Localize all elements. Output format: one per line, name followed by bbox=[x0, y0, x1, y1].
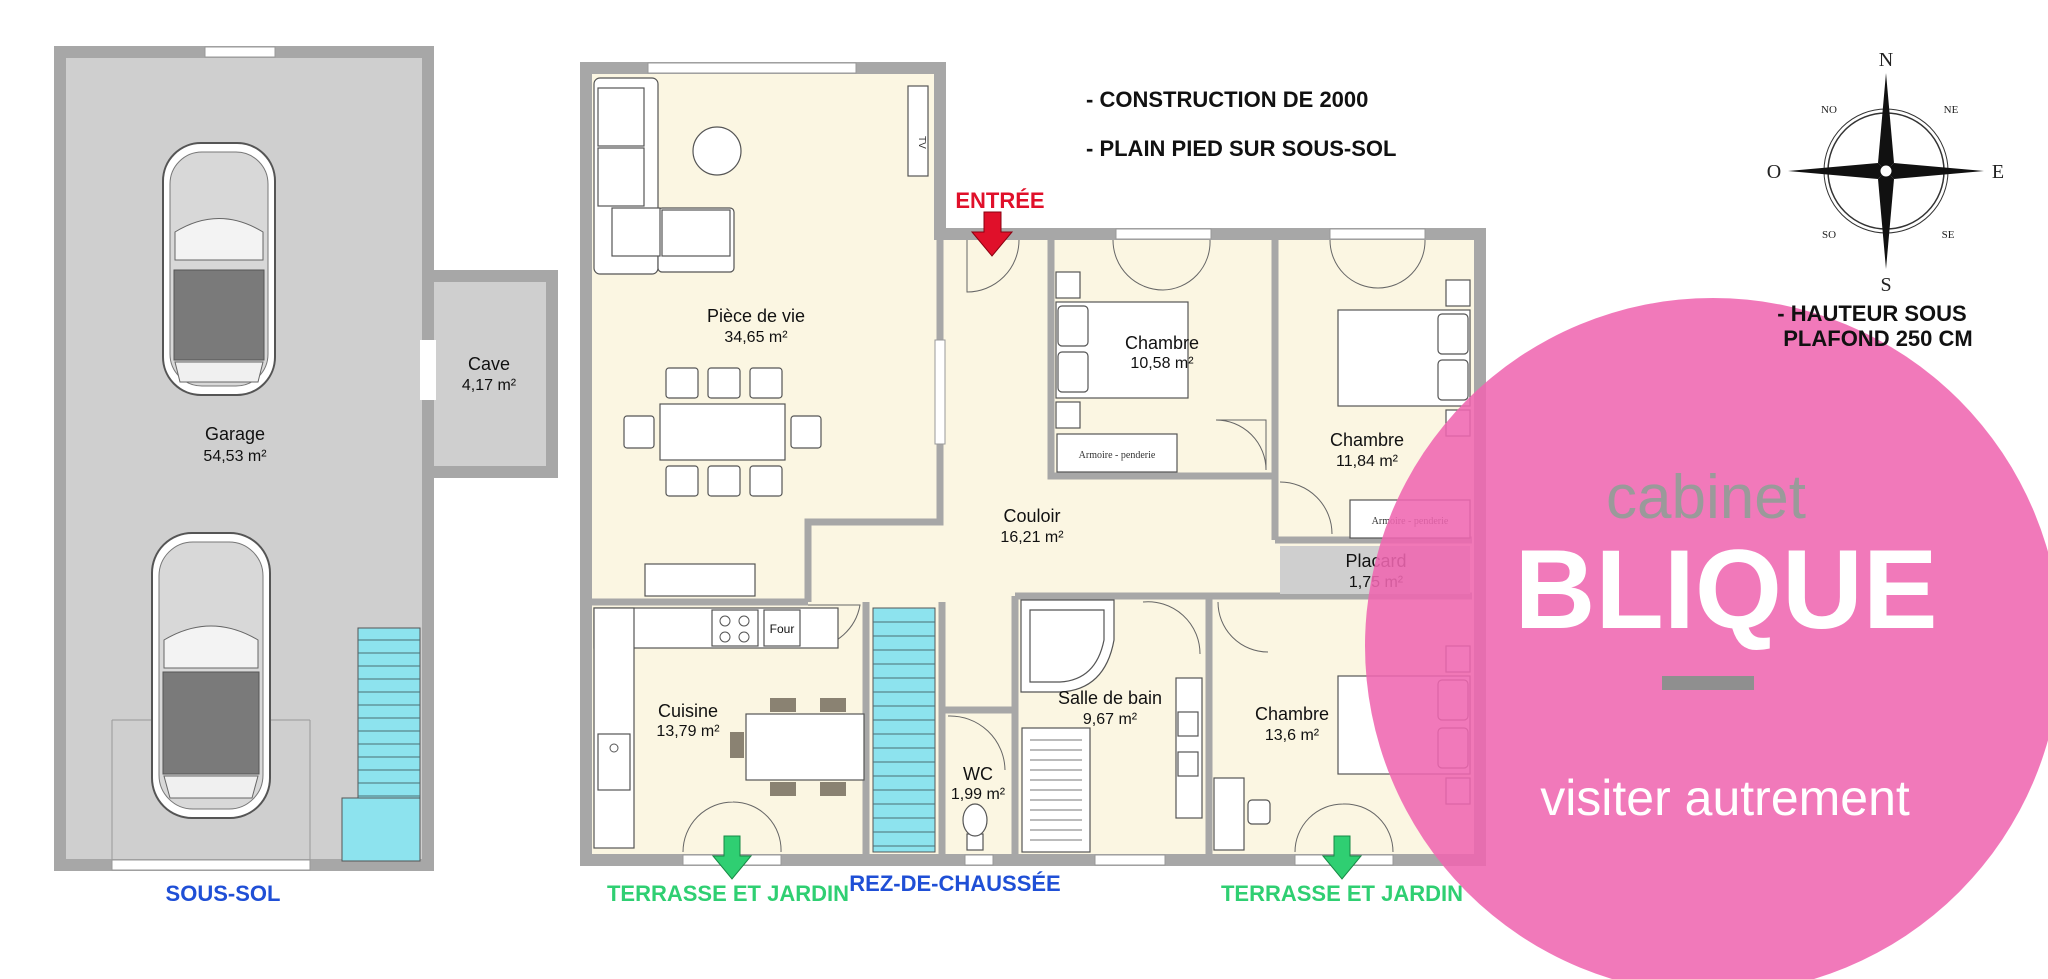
note-construction: - CONSTRUCTION DE 2000 bbox=[1086, 87, 1368, 112]
dining-table-icon bbox=[623, 367, 822, 497]
watermark-bar bbox=[1662, 676, 1754, 690]
room-name: Chambre bbox=[1125, 333, 1199, 353]
garden-arrow-icon bbox=[711, 835, 753, 880]
watermark-tagline: visiter autrement bbox=[1540, 770, 1910, 826]
svg-text:E: E bbox=[1992, 161, 2004, 183]
door bbox=[1142, 601, 1201, 655]
tv-icon: TV bbox=[907, 85, 929, 177]
toilet-icon bbox=[962, 803, 988, 851]
room-name: Cave bbox=[468, 354, 510, 374]
window bbox=[647, 62, 857, 74]
svg-text:SE: SE bbox=[1942, 229, 1955, 241]
watermark-blique: BLIQUE bbox=[1514, 527, 1937, 652]
note-hauteur-line2: PLAFOND 250 CM bbox=[1783, 326, 1972, 351]
bathtub-icon bbox=[1020, 599, 1115, 693]
window bbox=[1094, 854, 1166, 866]
garden-arrow-icon bbox=[1321, 835, 1363, 880]
room-name: Cuisine bbox=[658, 701, 718, 721]
bed-icon bbox=[1337, 279, 1471, 437]
oven-label: Four bbox=[770, 622, 795, 636]
door bbox=[1112, 239, 1211, 291]
svg-text:SO: SO bbox=[1822, 229, 1836, 241]
svg-text:NE: NE bbox=[1944, 104, 1959, 116]
room-name: WC bbox=[963, 764, 993, 784]
door bbox=[682, 801, 782, 853]
room-area: 13,79 m² bbox=[656, 723, 720, 740]
door bbox=[1329, 239, 1426, 289]
compass-rose-icon: N S O E NO NE SO SE bbox=[1767, 49, 2004, 296]
kitchen-counter-icon: Four bbox=[593, 607, 839, 849]
room-name: Garage bbox=[205, 424, 265, 444]
room-area: 54,53 m² bbox=[203, 448, 267, 465]
sofa-icon bbox=[593, 77, 735, 275]
main-stairs bbox=[872, 607, 936, 853]
note-plain-pied: - PLAIN PIED SUR SOUS-SOL bbox=[1086, 136, 1396, 161]
svg-text:TV: TV bbox=[916, 136, 927, 149]
svg-text:O: O bbox=[1767, 161, 1781, 183]
svg-text:NO: NO bbox=[1821, 104, 1837, 116]
entry-door bbox=[966, 239, 1020, 293]
room-area: 13,6 m² bbox=[1265, 727, 1320, 744]
door bbox=[1217, 601, 1269, 653]
bed-icon bbox=[1055, 271, 1189, 429]
level-label-rdc: REZ-DE-CHAUSSÉE bbox=[849, 871, 1060, 896]
terrasse-label-left: TERRASSE ET JARDIN bbox=[607, 881, 849, 906]
svg-text:Armoire - penderie: Armoire - penderie bbox=[1079, 450, 1156, 461]
garage-window bbox=[204, 46, 276, 58]
room-area: 16,21 m² bbox=[1000, 529, 1064, 546]
basement-plan: Garage 54,53 m² Cave 4,17 m² bbox=[54, 46, 558, 871]
room-name: Couloir bbox=[1003, 506, 1060, 526]
door bbox=[947, 715, 1006, 771]
ground-floor-plan: TV Four bbox=[580, 62, 1486, 866]
entry-arrow-icon bbox=[970, 211, 1014, 257]
window bbox=[964, 854, 994, 866]
door bbox=[1294, 803, 1394, 853]
room-area: 10,58 m² bbox=[1130, 355, 1194, 372]
watermark-cabinet: cabinet bbox=[1606, 463, 1806, 532]
kitchen-table-icon bbox=[730, 698, 865, 796]
svg-text:N: N bbox=[1879, 49, 1893, 71]
sink-icon bbox=[1175, 677, 1203, 819]
room-area: 11,84 m² bbox=[1336, 453, 1399, 470]
desk-icon bbox=[1213, 777, 1271, 851]
room-name: Chambre bbox=[1255, 704, 1329, 724]
coffee-table-icon bbox=[692, 126, 742, 176]
room-area: 1,99 m² bbox=[951, 786, 1006, 803]
window bbox=[1329, 228, 1426, 240]
cave-floor bbox=[422, 270, 558, 478]
room-name: Chambre bbox=[1330, 430, 1404, 450]
car-icon bbox=[162, 142, 276, 396]
basement-stairs bbox=[341, 627, 421, 862]
door bbox=[1215, 419, 1267, 471]
room-name: Salle de bain bbox=[1058, 688, 1162, 708]
room-area: 34,65 m² bbox=[724, 329, 788, 346]
garage-door bbox=[111, 859, 311, 871]
cabinet-blique-watermark: cabinet BLIQUE visiter autrement bbox=[1365, 298, 2048, 979]
sideboard-icon bbox=[644, 563, 756, 597]
wall-chambre1 bbox=[1047, 234, 1272, 480]
entree-label: ENTRÉE bbox=[955, 188, 1044, 213]
level-label-sous-sol: SOUS-SOL bbox=[166, 881, 281, 906]
car-icon bbox=[151, 532, 271, 819]
svg-text:S: S bbox=[1880, 274, 1891, 296]
terrasse-label-right: TERRASSE ET JARDIN bbox=[1221, 881, 1463, 906]
window bbox=[934, 339, 946, 445]
outer-wall bbox=[580, 62, 1486, 866]
window bbox=[1115, 228, 1212, 240]
room-name: Pièce de vie bbox=[707, 306, 805, 326]
room-area: 4,17 m² bbox=[462, 377, 517, 394]
room-area: 9,67 m² bbox=[1083, 711, 1138, 728]
wardrobe-icon: Armoire - penderie bbox=[1056, 433, 1178, 473]
note-hauteur-line1: - HAUTEUR SOUS bbox=[1777, 301, 1966, 326]
door bbox=[1279, 481, 1333, 535]
cave-opening bbox=[420, 340, 436, 400]
shower-icon bbox=[1021, 727, 1091, 853]
